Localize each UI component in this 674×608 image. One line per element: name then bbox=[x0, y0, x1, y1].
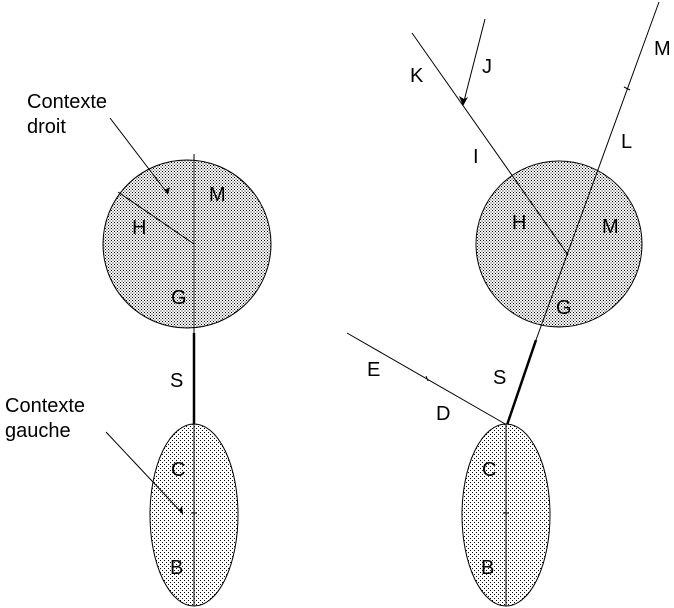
right-label-d: D bbox=[436, 403, 450, 425]
right-label-m: M bbox=[602, 216, 619, 238]
right-label-e: E bbox=[367, 359, 380, 381]
annotation-right-line2: droit bbox=[27, 116, 66, 138]
pointer-contexte-droit-arrow bbox=[162, 186, 170, 194]
pointer-contexte-gauche-arrow bbox=[176, 506, 183, 514]
right-label-c: C bbox=[482, 459, 496, 481]
left-label-b: B bbox=[170, 557, 183, 579]
right-main-diagonal bbox=[535, 1, 660, 341]
annotation-left-line1: Contexte bbox=[5, 395, 85, 417]
left-label-h: H bbox=[132, 217, 146, 239]
left-label-g: G bbox=[171, 287, 187, 309]
right-label-m-top: M bbox=[654, 38, 671, 60]
right-label-b: B bbox=[481, 557, 494, 579]
left-label-s: S bbox=[170, 370, 183, 392]
left-label-c: C bbox=[171, 459, 185, 481]
right-label-k: K bbox=[410, 65, 424, 87]
right-label-i: I bbox=[473, 146, 479, 168]
right-j-line bbox=[462, 18, 486, 106]
annotation-right-line1: Contexte bbox=[27, 91, 107, 113]
left-label-m: M bbox=[209, 184, 226, 206]
left-h-line bbox=[117, 191, 195, 245]
pointer-contexte-gauche bbox=[105, 431, 184, 515]
right-diagram: K J I M L H M G E S D C B bbox=[346, 1, 671, 607]
right-ed-tick bbox=[425, 375, 429, 382]
right-label-l: L bbox=[621, 131, 632, 153]
right-ml-tick bbox=[623, 86, 631, 91]
right-circle bbox=[475, 160, 643, 328]
right-stem bbox=[505, 339, 538, 426]
right-label-s: S bbox=[493, 367, 506, 389]
right-label-j: J bbox=[482, 56, 492, 78]
left-circle bbox=[102, 159, 272, 329]
right-label-g: G bbox=[556, 297, 572, 319]
annotation-left-line2: gauche bbox=[5, 420, 71, 442]
right-label-h: H bbox=[512, 212, 526, 234]
right-j-arrow bbox=[459, 96, 468, 106]
pointer-contexte-droit bbox=[109, 117, 169, 195]
right-ki-line bbox=[411, 32, 569, 256]
left-diagram: Contexte droit Contexte gauche M H G S C… bbox=[5, 91, 272, 607]
